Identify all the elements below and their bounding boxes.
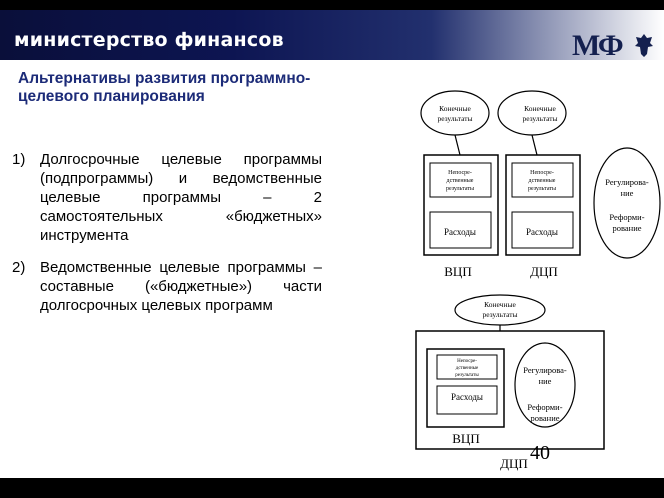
eagle-emblem-icon [635, 34, 653, 57]
list-item: 1) Долгосрочные целевые программы (подпр… [12, 150, 322, 245]
item-text: Ведомственные целевые программы – состав… [40, 259, 322, 314]
final-line1: Конечные [484, 300, 516, 309]
direct-line2: дственные [456, 366, 479, 371]
final1-line2: результаты [437, 114, 472, 123]
regulation-ellipse [514, 342, 576, 428]
direct2-line3: результаты [528, 186, 556, 192]
vcp-label: ВЦП [444, 264, 471, 279]
vcp-label: ВЦП [452, 431, 479, 446]
reg-line1: Регулирова- [523, 365, 567, 375]
ministry-logo: МФ [572, 29, 624, 62]
reg-line4: рование [612, 223, 641, 233]
reg-line3: Реформи- [527, 402, 562, 412]
costs-label: Расходы [451, 392, 483, 402]
costs-box-1 [429, 211, 492, 249]
direct2-line2: дственные [529, 178, 556, 184]
costs-box [436, 385, 498, 415]
diagram-bottom: Конечные результаты Непосре- дственные р… [415, 294, 605, 471]
dcp-label: ДЦП [500, 456, 528, 471]
final-line2: результаты [482, 310, 517, 319]
ministry-title: министерство финансов [14, 29, 284, 51]
item-number: 1) [12, 151, 26, 168]
costs-box-2 [511, 211, 574, 249]
dcp-label: ДЦП [530, 264, 558, 279]
costs1-label: Расходы [444, 227, 476, 237]
direct2-line1: Непосре- [530, 170, 554, 176]
reg-line1: Регулирова- [605, 177, 649, 187]
bullet-list: 1) Долгосрочные целевые программы (подпр… [12, 150, 322, 328]
direct-line1: Непосре- [457, 359, 477, 364]
reg-line3: Реформи- [609, 212, 644, 222]
page-number: 40 [530, 442, 550, 464]
item-text: Долгосрочные целевые программы (подпрогр… [40, 151, 322, 244]
reg-line2: ние [539, 376, 552, 386]
item-number: 2) [12, 259, 26, 276]
direct-results-2 [511, 162, 574, 198]
final-results-ellipse-2 [497, 90, 567, 136]
header-banner: министерство финансов МФ [0, 10, 664, 62]
direct1-line3: результаты [446, 186, 474, 192]
list-item: 2) Ведомственные целевые программы – сос… [12, 258, 322, 315]
direct1-line1: Непосре- [448, 170, 472, 176]
direct1-line2: дственные [447, 178, 474, 184]
direct-results-1 [429, 162, 492, 198]
reg-line4: рование [530, 413, 559, 423]
final2-line1: Конечные [524, 104, 556, 113]
direct-results [436, 354, 498, 380]
costs2-label: Расходы [526, 227, 558, 237]
final1-line1: Конечные [439, 104, 471, 113]
bottom-black-bar [0, 478, 664, 498]
diagram-top: Конечные результаты Конечные результаты … [420, 90, 661, 279]
top-black-bar [0, 0, 664, 10]
reg-line2: ние [621, 188, 634, 198]
slide-title: Альтернативы развития программно-целевог… [18, 70, 311, 105]
direct-line3: результаты [455, 373, 479, 378]
regulation-ellipse [593, 147, 661, 259]
final-results-ellipse-1 [420, 90, 490, 136]
final2-line2: результаты [522, 114, 557, 123]
